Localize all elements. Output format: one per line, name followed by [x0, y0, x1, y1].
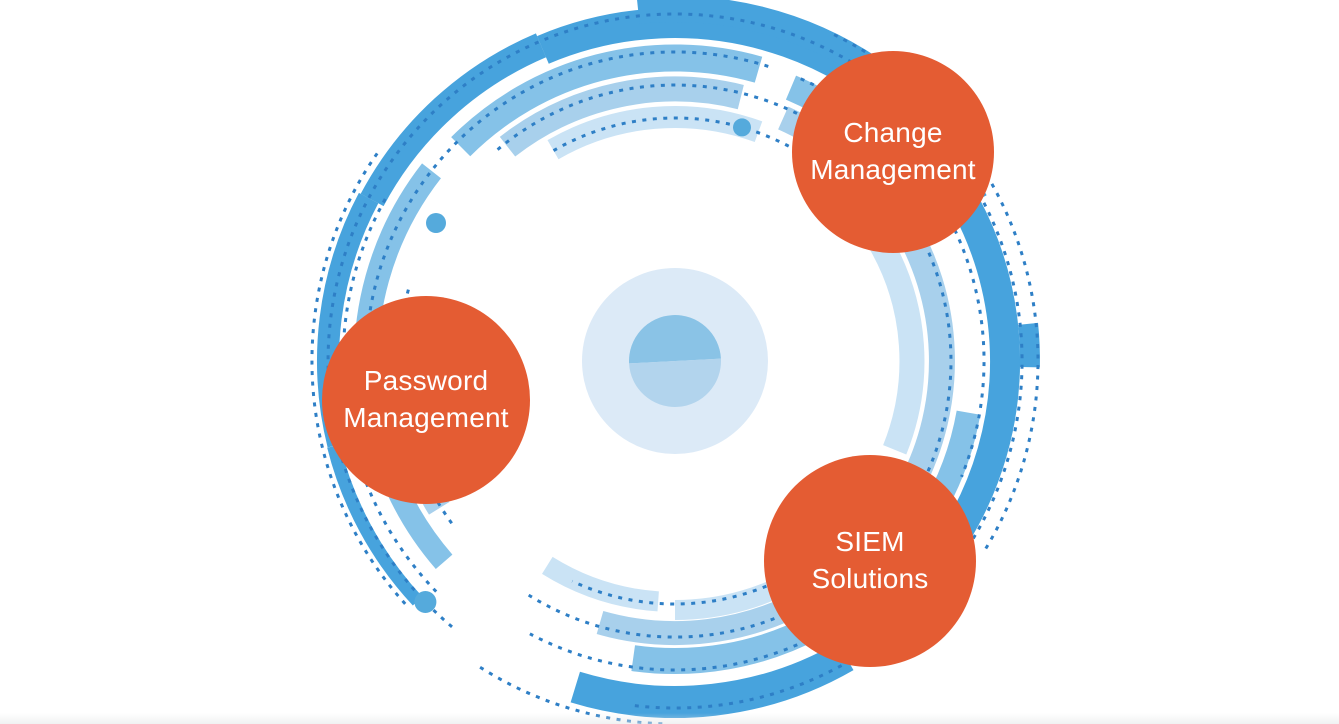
- outer-band-segment: [637, 0, 880, 80]
- bubble-change-management-label: Change Management: [810, 115, 975, 189]
- third-band-segment: [890, 212, 955, 493]
- core-bottom-half: [629, 358, 721, 407]
- dotted-arc: [552, 116, 805, 157]
- label-line: Password: [363, 365, 489, 397]
- inner-band-segment: [542, 556, 660, 612]
- label-line: Change: [843, 117, 943, 149]
- core-top-half: [629, 315, 721, 364]
- label-line: SIEM: [835, 526, 905, 558]
- outer-band-segment: [570, 642, 854, 718]
- second-band-segment: [451, 44, 763, 157]
- outer-band-segment: [360, 33, 547, 207]
- bubble-siem-solutions-label: SIEM Solutions: [812, 524, 929, 598]
- outer-band-segment: [1018, 322, 1040, 368]
- bubble-password-management-label: Password Management: [343, 363, 508, 437]
- bottom-shade: [0, 713, 1339, 724]
- bubble-siem-solutions: SIEM Solutions: [764, 455, 976, 667]
- dotted-arc: [529, 612, 854, 672]
- inner-band-segment: [869, 236, 925, 455]
- accent-dot: [426, 213, 446, 233]
- accent-dot: [733, 118, 751, 137]
- label-line: Management: [343, 402, 509, 433]
- center-core: [582, 268, 768, 454]
- bubble-change-management: Change Management: [792, 51, 994, 253]
- outer-band-segment: [327, 444, 423, 606]
- accent-dots: [414, 118, 751, 613]
- accent-dot: [414, 591, 437, 613]
- dotted-arc: [833, 33, 1040, 555]
- inner-band-segment: [547, 105, 763, 160]
- core-circle: [629, 315, 721, 407]
- dotted-arc: [310, 151, 407, 605]
- bubble-password-management: Password Management: [322, 296, 530, 504]
- third-band-segment: [499, 76, 744, 157]
- label-line: Management: [810, 154, 976, 185]
- label-line: Solutions: [811, 563, 929, 594]
